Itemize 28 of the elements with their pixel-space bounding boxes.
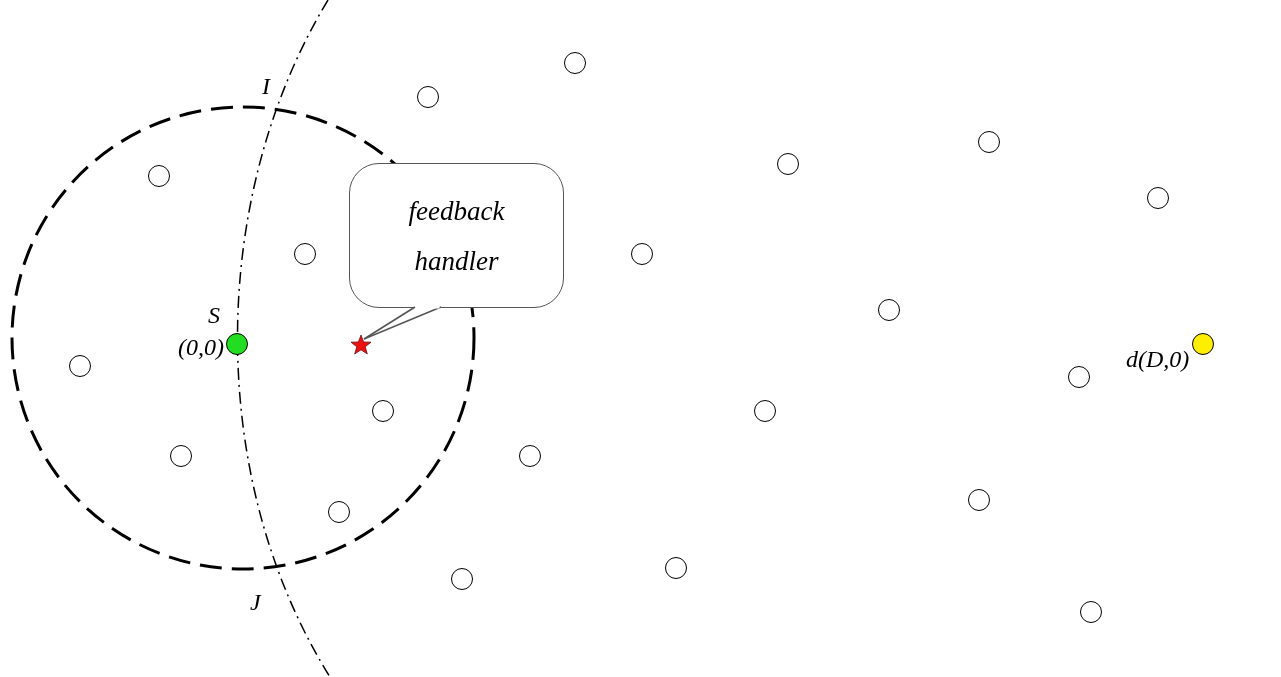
node-circle bbox=[564, 52, 586, 74]
node-circle bbox=[878, 299, 900, 321]
node-circle bbox=[754, 400, 776, 422]
node-circle bbox=[226, 333, 248, 355]
node-circle bbox=[1147, 187, 1169, 209]
node-circle bbox=[968, 489, 990, 511]
point-label: I bbox=[262, 74, 270, 98]
node-circle bbox=[170, 445, 192, 467]
node-circle bbox=[1080, 601, 1102, 623]
bubble-text: feedback handler bbox=[407, 194, 506, 278]
node-circle bbox=[372, 400, 394, 422]
node-circle bbox=[665, 557, 687, 579]
node-circle bbox=[777, 153, 799, 175]
node-label: S bbox=[208, 303, 220, 327]
node-circle bbox=[417, 86, 439, 108]
node-circle bbox=[294, 243, 316, 265]
node-circle bbox=[978, 131, 1000, 153]
node-circle bbox=[1192, 333, 1214, 355]
node-circle bbox=[519, 445, 541, 467]
node-circle bbox=[69, 355, 91, 377]
node-label: d(D,0) bbox=[1126, 347, 1190, 371]
node-circle bbox=[148, 165, 170, 187]
node-circle bbox=[451, 568, 473, 590]
node-circle bbox=[631, 243, 653, 265]
point-label: J bbox=[250, 590, 261, 614]
node-circle bbox=[1068, 366, 1090, 388]
node-circle bbox=[328, 501, 350, 523]
node-label: (0,0) bbox=[178, 335, 224, 359]
